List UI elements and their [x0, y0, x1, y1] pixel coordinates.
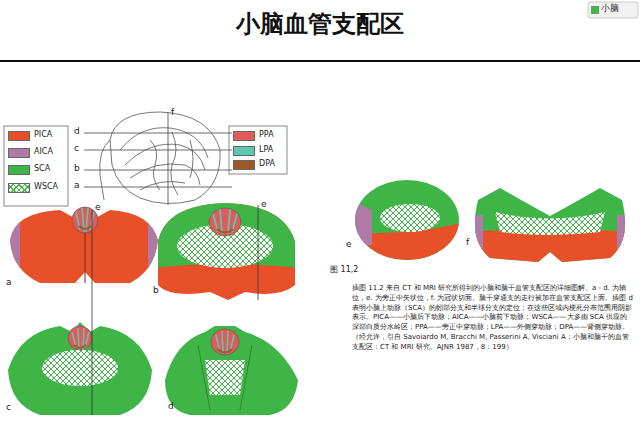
- legend-text: AICA: [34, 147, 53, 157]
- legend-text: DPA: [259, 159, 275, 169]
- legend-swatch: [8, 165, 30, 175]
- panel-letter: e: [346, 240, 352, 250]
- section-letter: d: [74, 127, 80, 137]
- legend-text: WSCA: [34, 182, 58, 192]
- section-letter: e: [95, 203, 101, 213]
- panel-letter: f: [466, 238, 469, 248]
- figure-caption: 插图 11.2 来自 CT 和 MRI 研究所得到的小脑和脑干血管支配区的详细图…: [352, 284, 634, 353]
- section-letter: f: [171, 108, 174, 118]
- legend-text: SCA: [34, 164, 50, 174]
- legend-text: LPA: [259, 145, 273, 155]
- legend-swatch: [233, 160, 255, 170]
- legend-swatch: [8, 183, 30, 193]
- panel-letter: a: [6, 278, 12, 288]
- legend-swatch: [233, 131, 255, 141]
- panel-letter: d: [168, 402, 174, 412]
- panel-letter: c: [6, 403, 11, 413]
- corner-button-text: 小脑: [601, 4, 619, 14]
- section-letter: e: [261, 200, 267, 210]
- section-letter: c: [74, 144, 79, 154]
- figure-number: 图 11,2: [330, 266, 358, 275]
- legend-swatch: [8, 131, 30, 141]
- legend-swatch: [8, 148, 30, 158]
- page-title: 小脑血管支配区: [0, 8, 640, 40]
- legend-text: PPA: [259, 130, 274, 140]
- legend-swatch: [233, 146, 255, 156]
- section-letter: a: [74, 181, 80, 191]
- legend-text: PICA: [34, 130, 52, 140]
- section-letter: b: [74, 164, 80, 174]
- panel-letter: b: [153, 286, 159, 296]
